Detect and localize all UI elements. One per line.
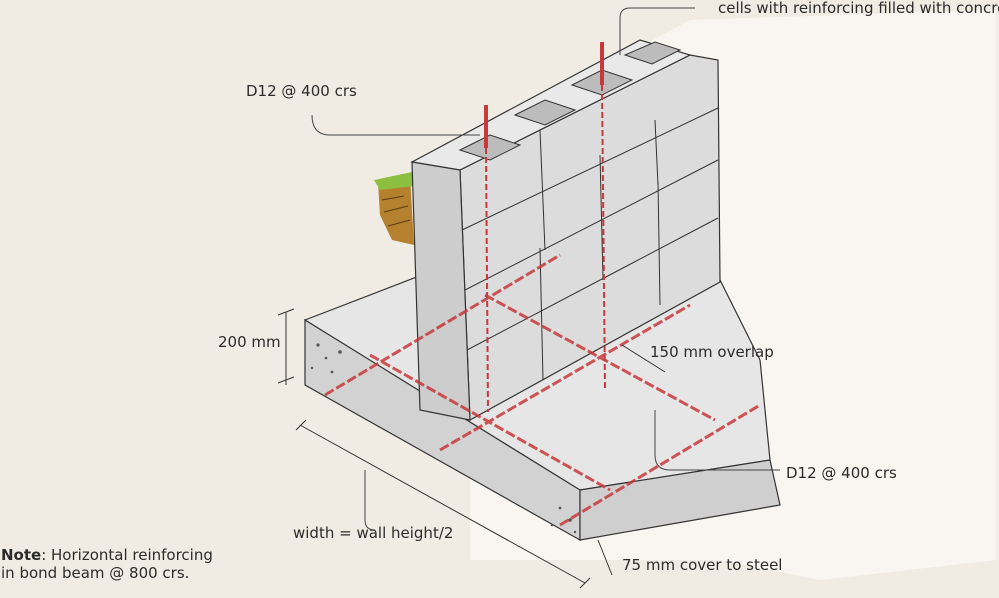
soil-grass xyxy=(374,172,414,245)
note-prefix: Note xyxy=(1,546,42,564)
label-overlap: 150 mm overlap xyxy=(650,343,774,361)
note-body: : Horizontal reinforcing in bond beam @ … xyxy=(1,546,213,582)
label-footing-bar: D12 @ 400 crs xyxy=(786,464,897,482)
note-text: Note: Horizontal reinforcing in bond bea… xyxy=(1,546,231,582)
wall-end-face xyxy=(411,161,471,421)
label-vertical-bar: D12 @ 400 crs xyxy=(246,82,357,100)
label-footing-depth: 200 mm xyxy=(218,333,281,351)
footing-rebar xyxy=(324,253,761,527)
label-cells-filled: cells with reinforcing filled with concr… xyxy=(718,0,999,17)
block-wall xyxy=(410,39,721,421)
vertical-rebar-right xyxy=(600,42,606,391)
leader-lines xyxy=(311,7,780,531)
label-width: width = wall height/2 xyxy=(293,524,454,542)
dimension-lines xyxy=(277,308,666,589)
vertical-rebar-left xyxy=(484,105,489,413)
label-cover: 75 mm cover to steel xyxy=(622,556,783,574)
